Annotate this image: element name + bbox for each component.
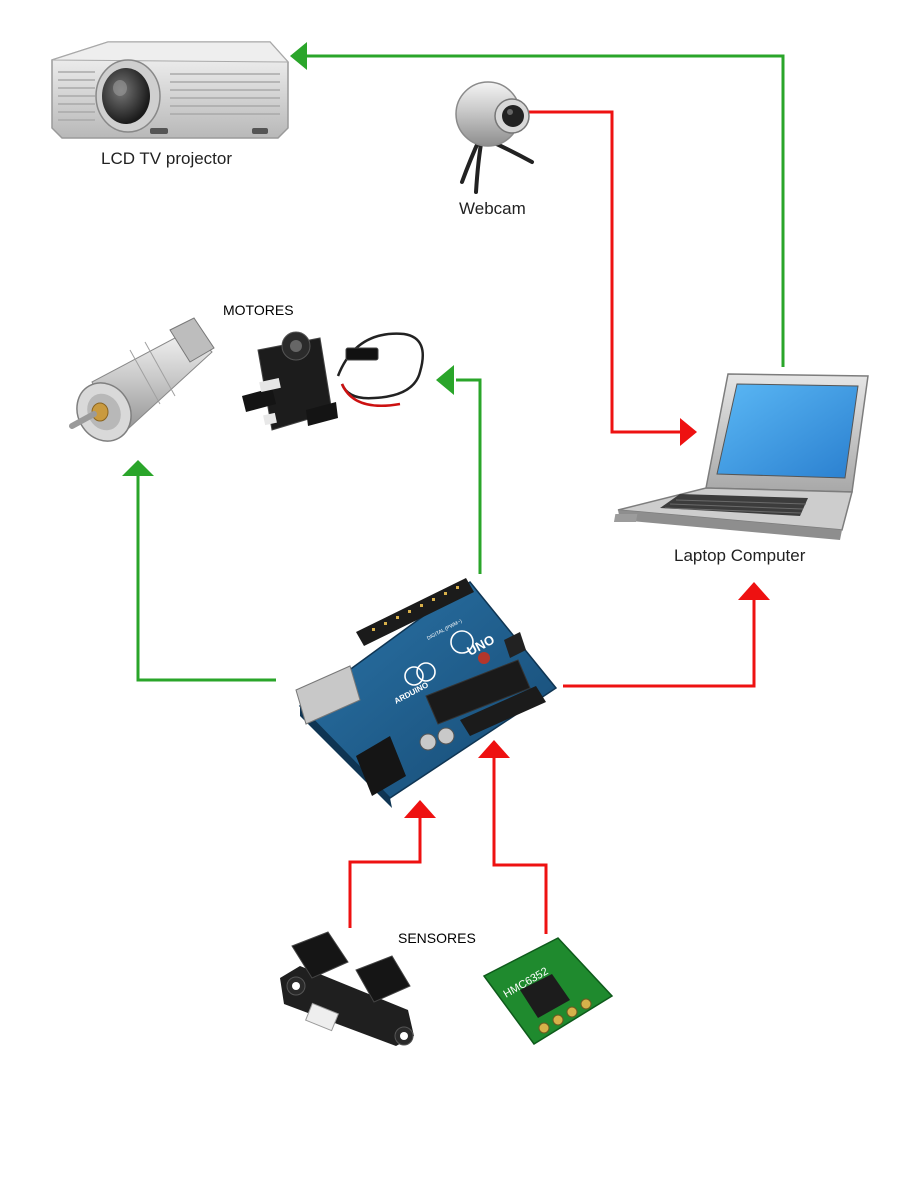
servo-motor-illustration	[242, 331, 424, 431]
motors-label: MOTORES	[223, 302, 294, 318]
board-to-dc-motor-link	[136, 474, 276, 682]
dc-motor-illustration	[69, 317, 215, 442]
arrowhead-laptop-board	[738, 582, 770, 600]
laptop-to-projector-link	[306, 54, 785, 367]
green-arrowheads	[122, 42, 454, 476]
webcam-label: Webcam	[459, 199, 526, 218]
arrowhead-laptop-webcam	[680, 418, 697, 446]
green-output-links	[136, 54, 785, 682]
sensors-label: SENSORES	[398, 930, 476, 946]
compass-to-board-link	[492, 758, 548, 934]
projector-illustration	[51, 41, 290, 139]
arrowhead-projector	[290, 42, 307, 70]
arrowhead-servo	[436, 365, 454, 395]
red-arrowheads	[404, 418, 770, 818]
red-input-links	[348, 110, 756, 934]
ir-distance-sensor-illustration	[280, 931, 414, 1046]
laptop-illustration	[613, 373, 869, 540]
laptop-label: Laptop Computer	[674, 546, 806, 565]
compass-sensor-illustration: HMC6352	[482, 937, 614, 1046]
ir-sensor-to-board-link	[348, 818, 422, 928]
webcam-to-laptop-link	[528, 110, 680, 434]
board-to-servo-link	[456, 378, 482, 574]
arrowhead-board-ir	[404, 800, 436, 818]
webcam-illustration	[455, 81, 534, 194]
arrowhead-board-compass	[478, 740, 510, 758]
arrowhead-dc-motor	[122, 460, 154, 476]
arduino-board-illustration: UNO ARDUINO DIGITAL (PWM~)	[295, 578, 558, 808]
board-to-laptop-link	[563, 600, 756, 688]
projector-label: LCD TV projector	[101, 149, 233, 168]
